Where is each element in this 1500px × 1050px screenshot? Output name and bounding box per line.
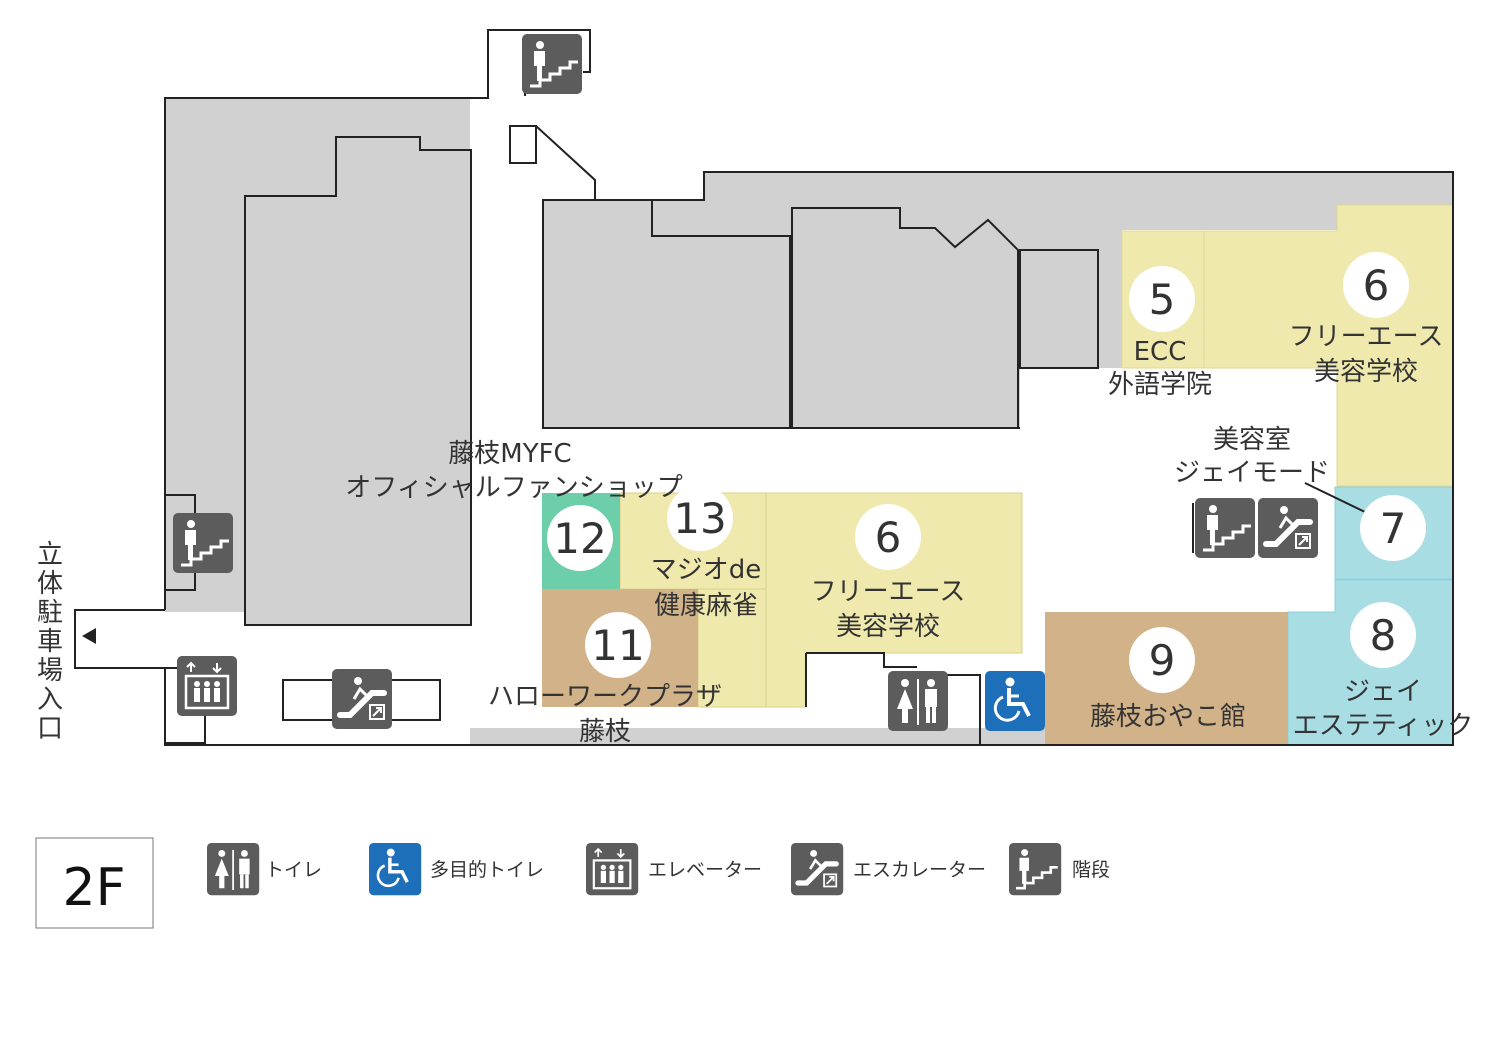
escalator-icon[interactable]: [1258, 498, 1318, 558]
shop-number: 13: [673, 494, 726, 543]
legend-label: エレベーター: [648, 859, 762, 881]
shop-name-line2: オフィシャルファンショップ: [345, 473, 682, 503]
stairs-icon[interactable]: [171, 511, 235, 575]
shop-number: 5: [1149, 275, 1176, 324]
shop-number-circle: [1360, 495, 1426, 561]
parking-entrance[interactable]: 立体駐車場入口: [37, 540, 96, 744]
wheelchair-icon[interactable]: [983, 669, 1047, 733]
shop-name-line1: フリーエース: [811, 577, 966, 607]
shop-5[interactable]: 5 ECC 外語学院: [1108, 266, 1212, 400]
escalator-icon: [791, 843, 843, 895]
shop-number: 12: [553, 514, 606, 563]
shop-9[interactable]: 9 藤枝おやこ館: [1090, 627, 1246, 732]
shop-8[interactable]: 8 ジェイ エステティック: [1293, 602, 1473, 741]
shop-number-circle: [1350, 602, 1416, 668]
shop-number-circle: [855, 504, 921, 570]
shop-13[interactable]: 13 マジオde 健康麻雀: [651, 485, 762, 621]
shop-name-line1: ジェイ: [1344, 677, 1422, 707]
shop-name-line2: 美容学校: [836, 612, 940, 642]
legend-item-escalator: エスカレーター: [791, 843, 986, 895]
legend: トイレ 多目的トイレ エレベーター エスカレーター 階段: [206, 841, 1110, 897]
triangle-left-icon: [82, 628, 96, 644]
shop-6-east[interactable]: 6 フリーエース 美容学校: [1289, 252, 1444, 387]
shop-12[interactable]: 12 藤枝MYFC オフィシャルファンショップ: [345, 439, 683, 571]
shop-name-line2: ジェイモード: [1174, 458, 1330, 488]
shop-11[interactable]: 11 ハローワークプラザ 藤枝: [488, 612, 722, 747]
floor-badge: 2F: [35, 837, 154, 929]
legend-item-stairs: 階段: [1007, 841, 1110, 897]
escalator-icon[interactable]: [332, 669, 392, 729]
shop-number-circle: [667, 485, 733, 551]
legend-label: 多目的トイレ: [430, 859, 544, 881]
shop-name-line1: 藤枝おやこ館: [1090, 702, 1246, 732]
shop-number-circle: [1129, 266, 1195, 332]
shop-number-circle: [1343, 252, 1409, 318]
shop-13b-area: [697, 588, 767, 708]
shop-name-line1: マジオde: [651, 555, 762, 585]
stairs-icon[interactable]: [1193, 496, 1257, 560]
shop-name-line1: ECC: [1134, 337, 1187, 367]
shop-name-line2: 美容学校: [1314, 357, 1418, 387]
legend-item-accessible-restroom: 多目的トイレ: [367, 841, 544, 897]
shop-name-line1: 藤枝MYFC: [448, 439, 571, 469]
shop-name-line2: エステティック: [1293, 711, 1473, 741]
shop-number-circle: [585, 612, 651, 678]
floor-label: 2F: [63, 858, 126, 918]
shop-number: 11: [591, 621, 644, 670]
shop-name-line1: ハローワークプラザ: [488, 682, 722, 712]
wheelchair-icon: [367, 841, 423, 897]
elevator-icon[interactable]: [175, 654, 239, 718]
restroom-icon[interactable]: [887, 670, 949, 732]
shop-number: 7: [1380, 504, 1407, 553]
shop-name-line1: 美容室: [1213, 425, 1291, 455]
shop-number: 6: [1363, 261, 1390, 310]
legend-label: トイレ: [265, 859, 322, 881]
shop-name-line1: フリーエース: [1289, 322, 1444, 352]
shop-number: 9: [1149, 636, 1176, 685]
shop-7[interactable]: 7 美容室 ジェイモード: [1174, 425, 1426, 561]
legend-label: エスカレーター: [853, 859, 986, 881]
shop-6-center[interactable]: 6 フリーエース 美容学校: [811, 504, 966, 642]
elevator-icon: [584, 841, 640, 897]
shop-name-line2: 健康麻雀: [654, 591, 758, 621]
shop-number: 6: [875, 513, 902, 562]
legend-label: 階段: [1072, 859, 1110, 881]
gray-store-blocks: [542, 199, 1099, 429]
shop-name-line2: 外語学院: [1108, 370, 1212, 400]
shop-name-line2: 藤枝: [579, 717, 631, 747]
shop-number-circle: [1129, 627, 1195, 693]
shop-number: 8: [1370, 611, 1397, 660]
restroom-icon: [206, 842, 261, 897]
legend-item-restroom: トイレ: [206, 842, 322, 897]
stairs-icon[interactable]: [520, 32, 584, 96]
legend-item-elevator: エレベーター: [584, 841, 762, 897]
stairs-icon: [1007, 841, 1063, 897]
parking-label: 立体駐車場入口: [37, 540, 63, 744]
shop-number-circle: [547, 505, 613, 571]
